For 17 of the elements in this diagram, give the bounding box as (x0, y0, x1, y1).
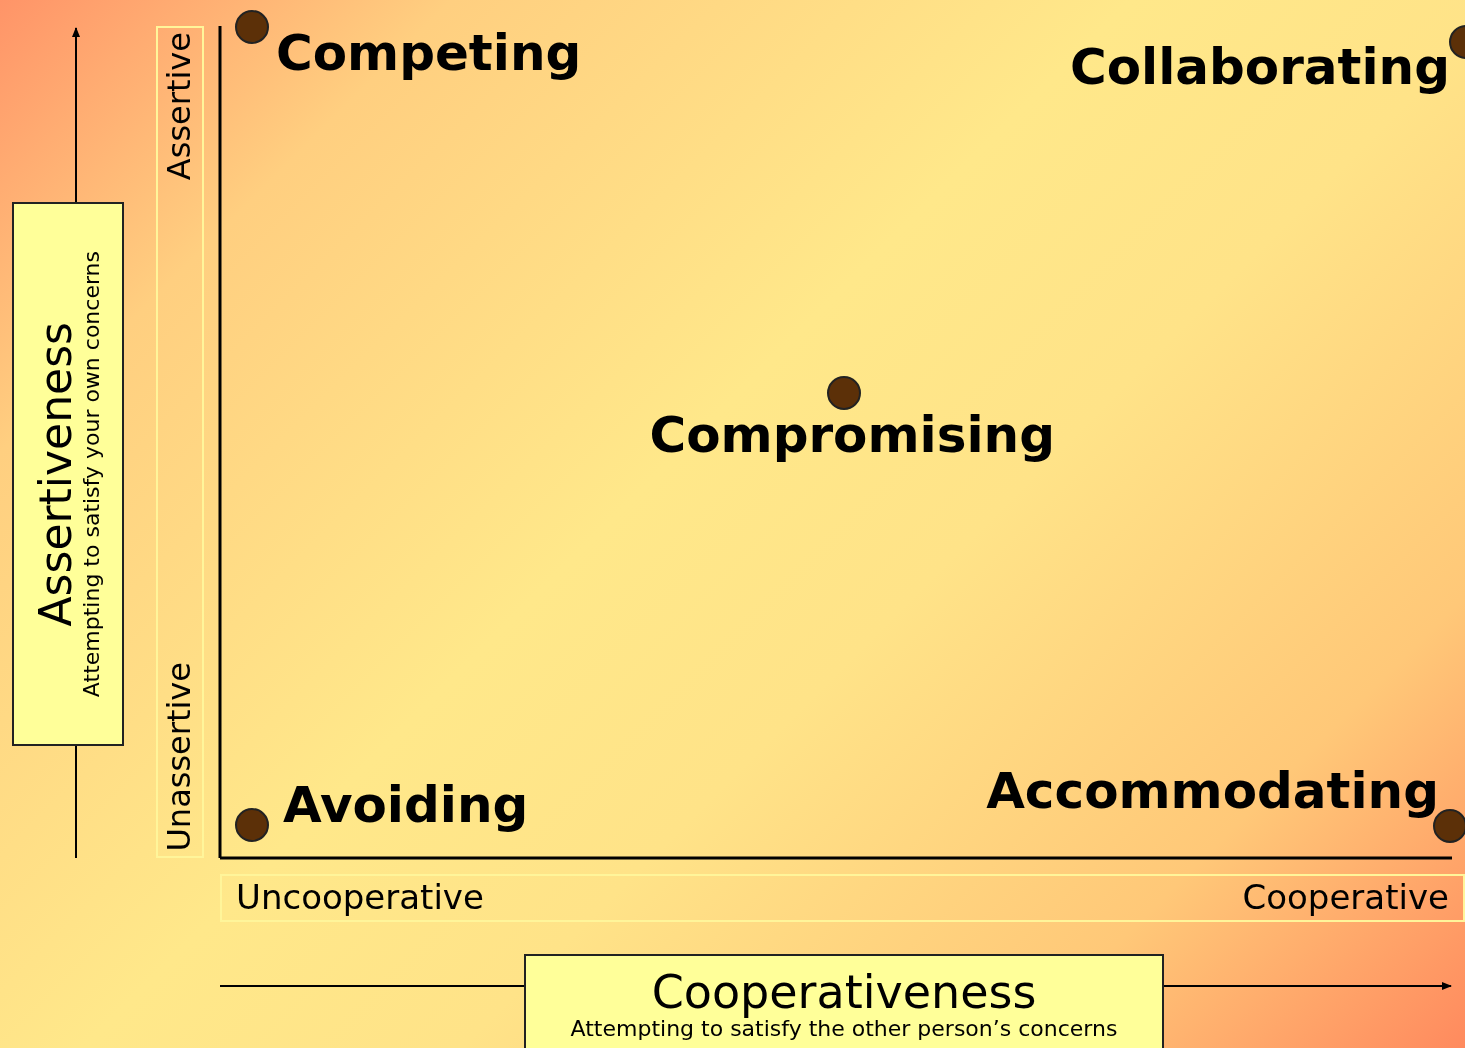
axis-description: Attempting to satisfy the other person’s concerns (570, 1017, 1118, 1042)
scale-band (220, 874, 1465, 922)
axis-description: Attempting to satisfy your own concerns (80, 250, 105, 698)
scale-label: Unassertive (162, 662, 198, 852)
axis-title-box (12, 202, 124, 746)
mode-label: Compromising (649, 410, 1055, 460)
scale-label: Uncooperative (236, 879, 484, 917)
axis-title: Assertiveness (31, 321, 81, 627)
axis-title: Cooperativeness (651, 966, 1037, 1018)
scale-band (156, 26, 204, 858)
axis-title-box (524, 954, 1164, 1048)
mode-label: Competing (276, 28, 582, 78)
scale-label: Assertive (162, 32, 198, 181)
mode-label: Avoiding (283, 780, 529, 830)
mode-label: Collaborating (1069, 42, 1450, 92)
scale-label: Cooperative (1242, 879, 1449, 917)
mode-label: Accommodating (986, 766, 1439, 816)
